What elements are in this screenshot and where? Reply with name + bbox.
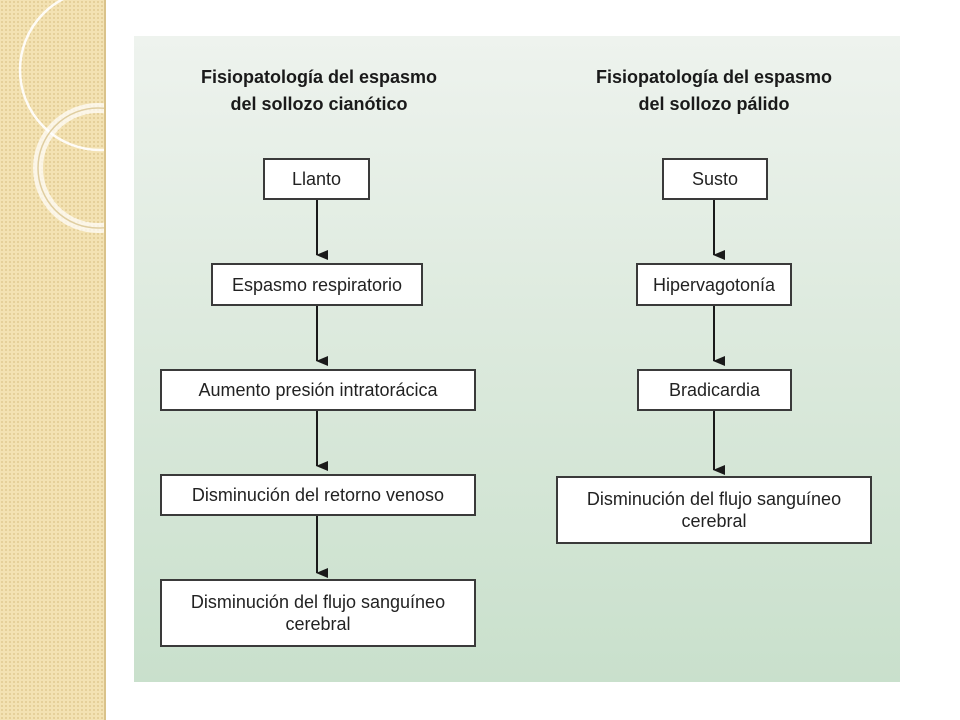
decorative-side-strip [0, 0, 106, 720]
right-step-susto: Susto [662, 158, 768, 200]
right-step-disminucion-flujo: Disminución del flujo sanguíneo cerebral [556, 476, 872, 544]
right-step-bradicardia: Bradicardia [637, 369, 792, 411]
diagram-panel: Fisiopatología del espasmo del sollozo c… [134, 36, 900, 682]
left-flow-title: Fisiopatología del espasmo del sollozo c… [200, 67, 438, 114]
left-step-espasmo-respiratorio: Espasmo respiratorio [211, 263, 423, 306]
left-step-disminucion-retorno: Disminución del retorno venoso [160, 474, 476, 516]
left-step-disminucion-flujo: Disminución del flujo sanguíneo cerebral [160, 579, 476, 647]
left-step-llanto: Llanto [263, 158, 370, 200]
flow-arrows [316, 200, 725, 578]
decorative-rings [18, 0, 104, 233]
left-step-aumento-presion: Aumento presión intratorácica [160, 369, 476, 411]
right-flow-title: Fisiopatología del espasmo del sollozo p… [595, 67, 833, 114]
right-step-hipervagotonia: Hipervagotonía [636, 263, 792, 306]
